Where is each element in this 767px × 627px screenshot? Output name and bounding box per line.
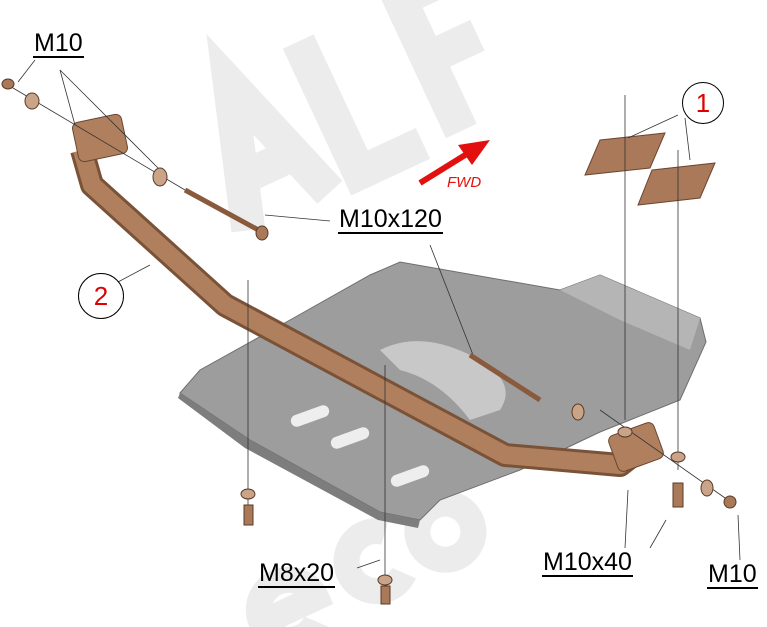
label-m10x40-bolt: M10x40 bbox=[542, 548, 633, 577]
skid-plate bbox=[178, 261, 707, 528]
bracket bbox=[70, 113, 664, 477]
label-m8x20-bolt: M8x20 bbox=[258, 559, 336, 588]
callout-2-bracket: 2 bbox=[78, 273, 124, 319]
label-m10x120-bolt: M10x120 bbox=[338, 205, 443, 234]
label-m10-nut-bottom: M10 bbox=[707, 560, 758, 589]
assembly-lines bbox=[7, 59, 741, 580]
spacer-plates bbox=[584, 132, 716, 206]
fwd-label: FWD bbox=[447, 174, 482, 191]
fasteners bbox=[1, 78, 737, 605]
label-m10-nut-top: M10 bbox=[33, 29, 84, 58]
forward-arrow-icon bbox=[418, 140, 490, 186]
watermark bbox=[206, 0, 487, 627]
callout-1-plates: 1 bbox=[682, 82, 724, 124]
